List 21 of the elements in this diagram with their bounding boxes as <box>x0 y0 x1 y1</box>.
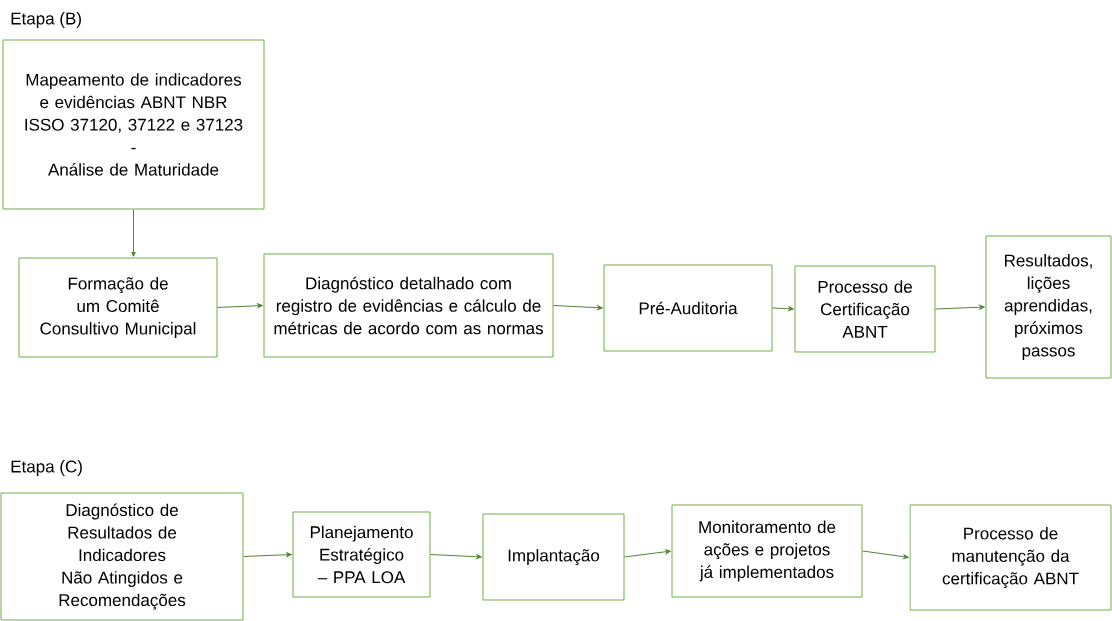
process-box: Resultados, lições aprendidas, próximos passos <box>985 235 1112 379</box>
process-box: Pré-Auditoria <box>603 264 773 352</box>
process-box: Diagnóstico de Resultados de Indicadores Não Atingidos e Recomendações <box>0 492 244 621</box>
arrow <box>217 303 263 309</box>
process-box: Diagnóstico detalhado com registro de evidências e cálculo de métricas de acordo com as normas <box>263 253 554 358</box>
process-box: Mapeamento de indicadores e evidências ABNT NBR ISSO 37120, 37122 e 37123 - Análise de Maturidade <box>2 39 265 210</box>
arrow <box>243 552 292 558</box>
arrow <box>862 550 909 560</box>
process-box: Planejamento Estratégico – PPA LOA <box>292 511 431 598</box>
arrow <box>131 209 136 257</box>
arrow <box>624 549 671 558</box>
process-box: Implantação <box>482 513 625 601</box>
arrow <box>430 554 482 560</box>
process-box: Formação de um Comitê Consultivo Municipal <box>18 257 218 358</box>
process-box: Processo de manutenção da certificação ABNT <box>909 504 1112 611</box>
process-box: Processo de Certificação ABNT <box>794 265 936 353</box>
process-box: Monitoramento de ações e projetos já implementados <box>671 504 863 598</box>
arrow <box>935 304 985 310</box>
arrow <box>772 306 794 312</box>
stage-label: Etapa (C) <box>11 460 82 476</box>
arrow <box>553 305 603 311</box>
